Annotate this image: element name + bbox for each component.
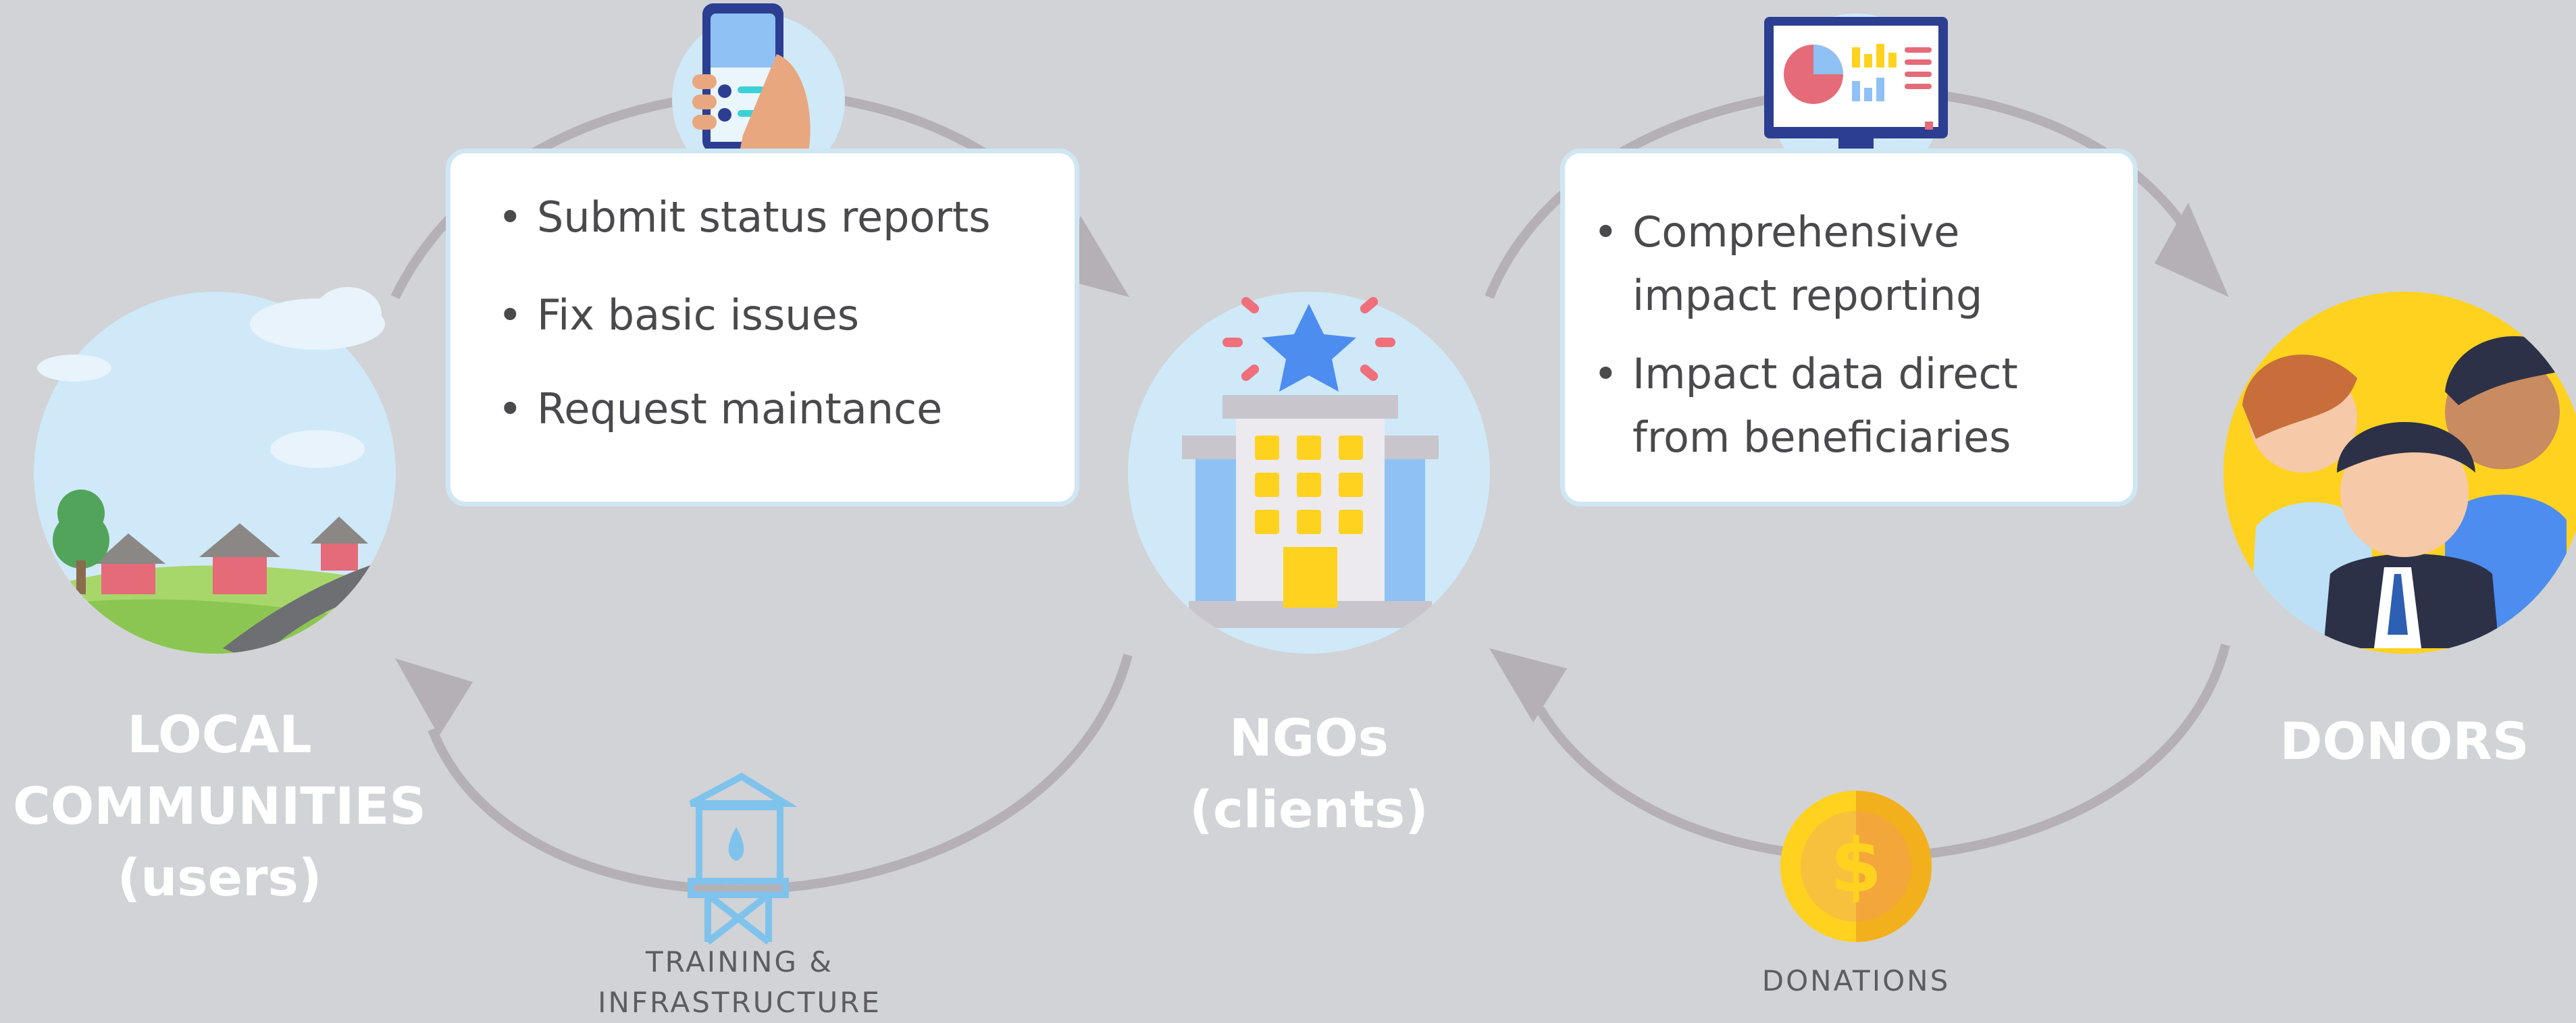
monitor-icon xyxy=(1764,14,1948,186)
coin-icon: $ xyxy=(1780,791,1932,942)
bullet-icon: • xyxy=(1593,207,1618,257)
star-icon xyxy=(1262,304,1356,392)
ngo-window-grid xyxy=(1255,436,1363,534)
water-tower-icon xyxy=(688,772,798,945)
village-illustration xyxy=(34,287,396,654)
ngo-building-illustration xyxy=(1128,292,1490,654)
donors-label: DONORS xyxy=(2279,711,2529,771)
bullet-icon: • xyxy=(1593,349,1618,398)
ngos-label: NGOs (clients) xyxy=(1189,708,1428,839)
card-item-submit-status-reports: •Submit status reports xyxy=(498,186,991,249)
training-infrastructure-label: TRAINING & INFRASTRUCTURE xyxy=(598,945,881,1019)
arrow-ngo-to-local xyxy=(395,654,1133,895)
donors-illustration xyxy=(2223,292,2576,654)
donations-label: DONATIONS xyxy=(1761,964,1951,997)
bullet-icon: • xyxy=(498,384,523,434)
local-to-ngo-card: •Submit status reports •Fix basic issues… xyxy=(446,149,1079,506)
local-communities-label: LOCAL COMMUNITIES (users) xyxy=(12,704,426,908)
phone-icon xyxy=(672,3,845,186)
bullet-icon: • xyxy=(498,192,523,242)
sparkle-lines xyxy=(1222,296,1395,382)
card-item-request-maintance: •Request maintance xyxy=(498,377,942,441)
bullet-icon: • xyxy=(498,290,523,340)
svg-text:$: $ xyxy=(1830,822,1882,909)
cloud-icon xyxy=(250,287,385,350)
card-item-fix-basic-issues: •Fix basic issues xyxy=(498,284,859,347)
